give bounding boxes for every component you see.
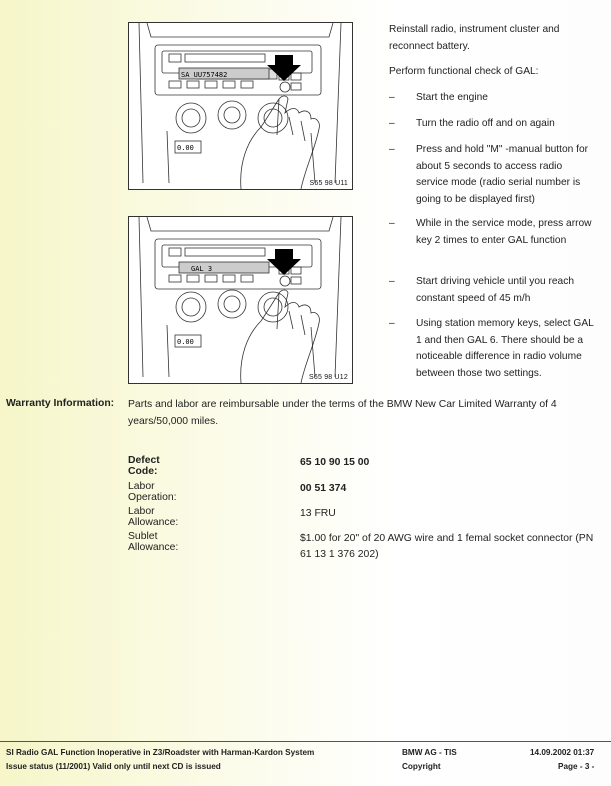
svg-text:0.00: 0.00 <box>177 338 194 346</box>
footer-copyright: Copyright <box>402 762 441 771</box>
footer-divider <box>0 741 611 742</box>
warranty-label: Warranty Information: <box>6 398 115 409</box>
intro-reinstall: Reinstall radio, instrument cluster and … <box>389 24 560 52</box>
radio-figure-u11: SA UU757482 0.00 S65 98 U11 <box>128 22 353 190</box>
radio-illustration-2: GAL 3 0.00 <box>138 217 342 383</box>
footer-status: Issue status (11/2001) Valid only until … <box>6 762 221 771</box>
footer-page: Page - 3 - <box>558 762 595 771</box>
radio-display-text-1: SA UU757482 <box>181 71 227 79</box>
figure-label: S65 98 U12 <box>309 374 348 381</box>
figure-label: S65 98 U11 <box>309 180 348 187</box>
radio-display-text-2: GAL 3 <box>191 265 212 273</box>
down-arrow-icon <box>267 55 301 81</box>
footer-org: BMW AG - TIS <box>402 748 457 757</box>
footer-date: 14.09.2002 01:37 <box>530 748 595 757</box>
intro-perform: Perform functional check of GAL: <box>389 66 539 77</box>
svg-text:0.00: 0.00 <box>177 144 194 152</box>
down-arrow-icon <box>267 249 301 275</box>
warranty-text: Parts and labor are reimbursable under t… <box>128 399 557 427</box>
radio-illustration-1: SA UU757482 0.00 <box>138 23 342 189</box>
footer-title: SI Radio GAL Function Inoperative in Z3/… <box>6 748 315 757</box>
radio-figure-u12: GAL 3 0.00 S65 98 U12 <box>128 216 353 384</box>
